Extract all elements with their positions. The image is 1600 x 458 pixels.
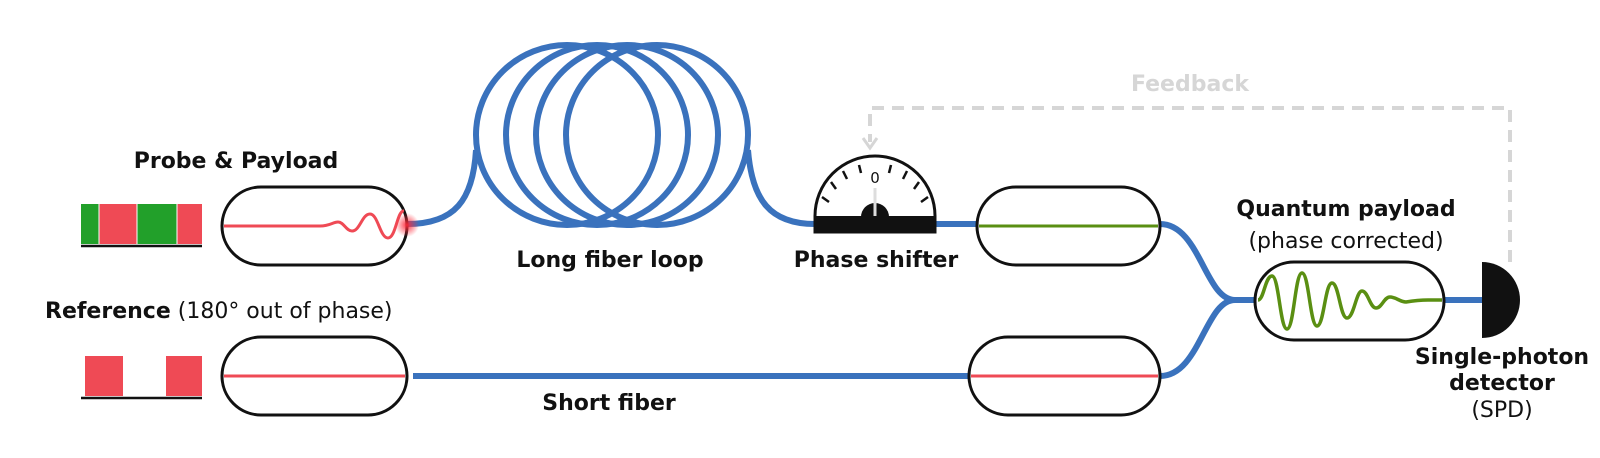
- pulse-red: [85, 356, 123, 396]
- detector-icon: [1482, 262, 1520, 338]
- phase-corrected-label: (phase corrected): [1248, 229, 1443, 254]
- long-fiber-loop: [406, 42, 816, 228]
- short-fiber-label: Short fiber: [542, 391, 676, 416]
- spd-label-line2: detector: [1449, 371, 1555, 396]
- feedback-label: Feedback: [1131, 72, 1250, 97]
- spd-label-line1: Single-photon: [1415, 345, 1589, 370]
- probe-payload-pulses: [81, 204, 202, 248]
- pulse-red: [166, 356, 202, 396]
- quantum-payload-pill: [1253, 260, 1446, 342]
- lower-right-pill: [967, 335, 1162, 417]
- gauge-ticks: [821, 164, 929, 204]
- pulse-green: [137, 204, 177, 244]
- pulse-green: [81, 204, 99, 244]
- long-fiber-loop-label: Long fiber loop: [516, 248, 703, 273]
- probe-payload-pill: [220, 185, 419, 267]
- phase-shifter-label: Phase shifter: [794, 248, 959, 273]
- quantum-payload-label: Quantum payload: [1236, 197, 1455, 222]
- reference-label-bold: Reference: [45, 299, 171, 324]
- probe-payload-label: Probe & Payload: [134, 149, 339, 174]
- phase-shifter-gauge: 0: [813, 154, 937, 234]
- upper-right-pill: [975, 185, 1162, 267]
- pulse-red: [99, 204, 137, 244]
- reference-label: Reference (180° out of phase): [45, 299, 393, 324]
- fiber-combiner: [1159, 221, 1255, 379]
- reference-pill: [220, 335, 409, 417]
- probe-exit-glow: [395, 213, 419, 237]
- reference-label-rest: (180° out of phase): [171, 299, 393, 324]
- pulse-red: [177, 204, 202, 244]
- feedback-path: [861, 106, 1512, 262]
- reference-pulses: [81, 356, 202, 400]
- spd-label-line3: (SPD): [1471, 398, 1532, 423]
- gauge-zero-label: 0: [870, 169, 880, 187]
